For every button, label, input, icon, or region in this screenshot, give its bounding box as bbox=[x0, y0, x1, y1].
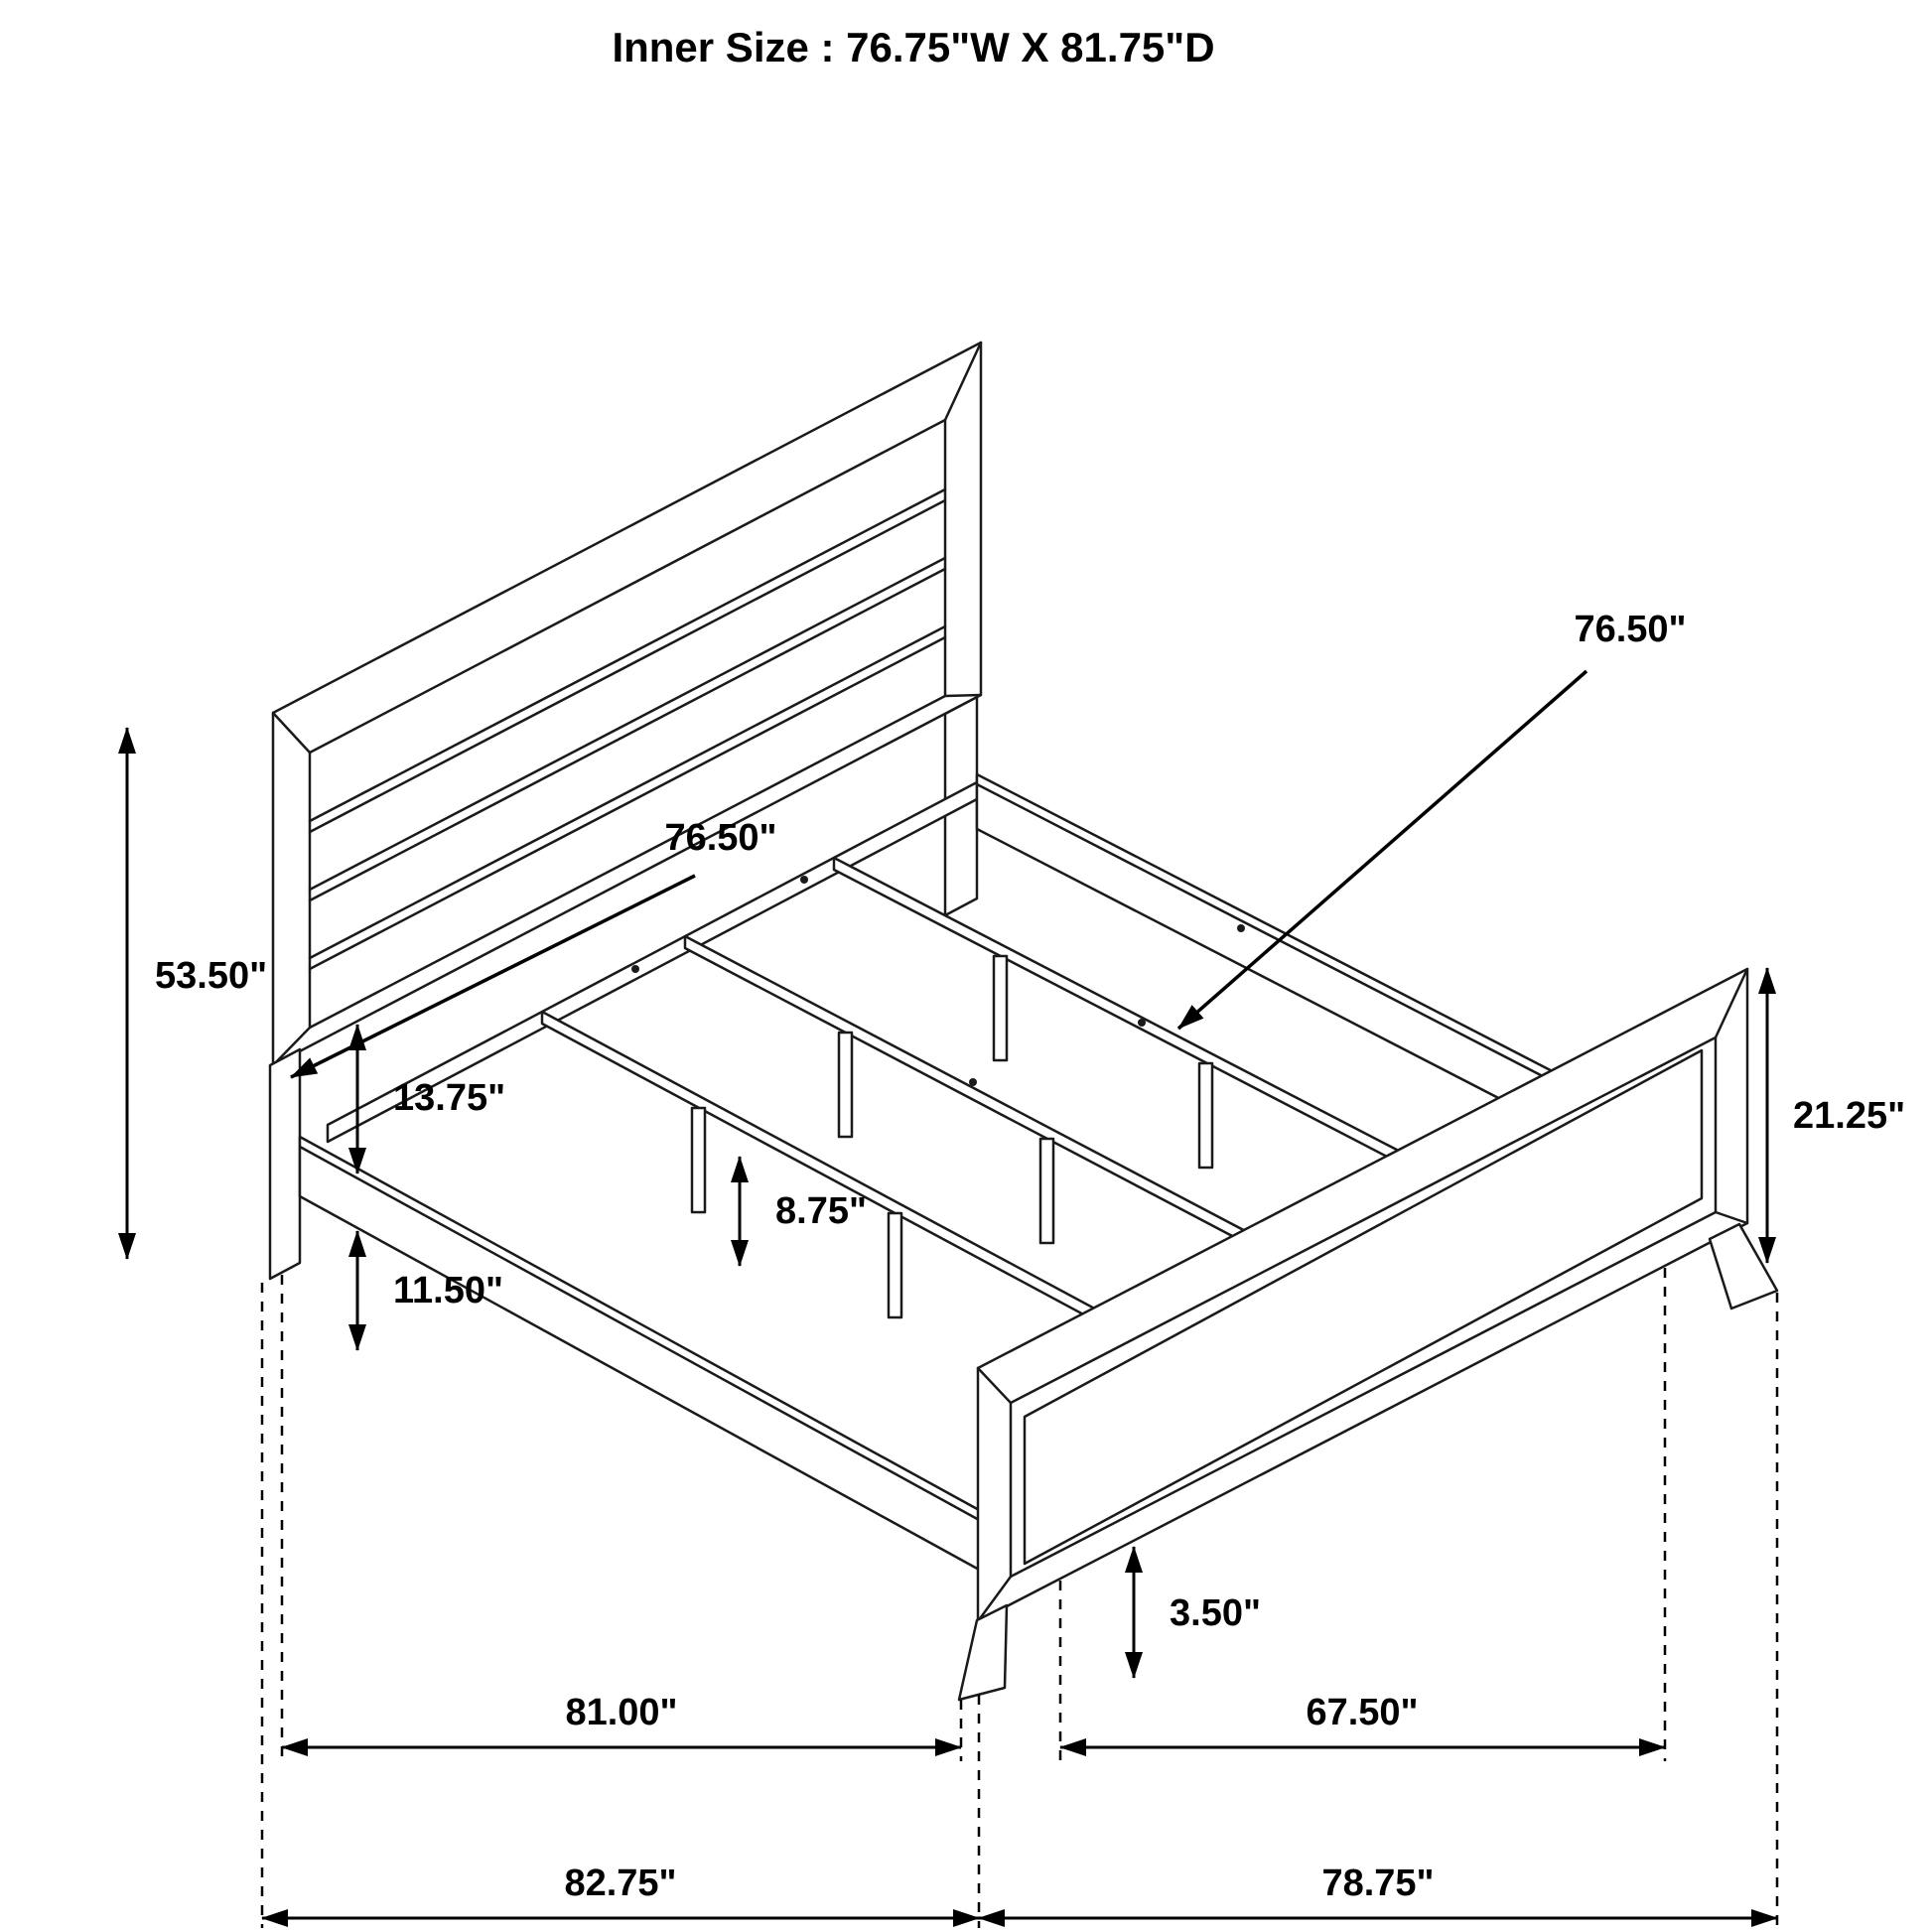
screw-dot bbox=[800, 876, 808, 884]
dim-overall-length: 82.75" bbox=[261, 1863, 980, 1927]
headboard-slat-groove bbox=[308, 624, 947, 971]
dim-footboard-inner-width: 67.50" bbox=[1059, 1692, 1666, 1756]
footboard-inner-frame bbox=[1009, 1035, 1718, 1579]
headboard-frame-miter bbox=[271, 341, 983, 1067]
slat-rail-leg bbox=[837, 1031, 854, 1139]
dim-rail-clearance-label: 11.50" bbox=[393, 1270, 503, 1311]
dim-footboard-inner-width-label: 67.50" bbox=[1306, 1692, 1418, 1733]
dim-frame-inner-length: 81.00" bbox=[281, 1692, 962, 1756]
side-rail-top-edge bbox=[298, 1145, 983, 1523]
dim-overall-length-label: 82.75" bbox=[564, 1863, 676, 1904]
dim-footboard-overall-width: 78.75" bbox=[978, 1863, 1778, 1927]
dim-footboard-clearance: 3.50" bbox=[1125, 1546, 1261, 1679]
dim-footboard-height: 21.25" bbox=[1758, 967, 1905, 1264]
dim-footboard-clearance-label: 3.50" bbox=[1170, 1592, 1261, 1634]
dim-frame-inner-length-label: 81.00" bbox=[565, 1692, 677, 1733]
dim-panel-to-rail-label: 13.75" bbox=[393, 1077, 505, 1119]
footboard-front-foot bbox=[957, 1603, 1009, 1702]
dim-support-leg-height: 8.75" bbox=[731, 1156, 867, 1267]
dim-support-rail-length: 76.50" bbox=[1176, 609, 1687, 1031]
screw-dot bbox=[1237, 924, 1245, 932]
slat-rail-leg bbox=[1038, 1137, 1055, 1245]
headboard-inner-frame bbox=[308, 418, 947, 1030]
slat-rail-leg bbox=[992, 954, 1009, 1062]
footboard-panel bbox=[1023, 1048, 1704, 1566]
dim-headboard-width-label: 76.50" bbox=[664, 817, 776, 859]
dim-support-rail-length-label: 76.50" bbox=[1574, 609, 1686, 650]
headboard-outer-frame bbox=[271, 341, 983, 1067]
dim-footboard-height-label: 21.25" bbox=[1793, 1095, 1905, 1137]
dim-rail-clearance: 11.50" bbox=[348, 1230, 503, 1351]
slat-rail-leg bbox=[1197, 1061, 1214, 1170]
screw-dot bbox=[969, 1078, 977, 1086]
headboard bbox=[268, 341, 983, 1281]
slat-rail-leg bbox=[887, 1211, 903, 1319]
footboard-right-foot bbox=[1708, 1222, 1779, 1311]
bed-drawing bbox=[268, 341, 1779, 1702]
extension-lines bbox=[260, 1268, 1779, 1928]
headboard-slat-groove bbox=[308, 487, 947, 834]
dim-headboard-height: 53.50" bbox=[118, 727, 267, 1260]
headboard-slat-groove bbox=[308, 556, 947, 902]
diagram-title: Inner Size : 76.75"W X 81.75"D bbox=[612, 24, 1214, 70]
footboard bbox=[957, 967, 1779, 1702]
dim-footboard-overall-width-label: 78.75" bbox=[1321, 1863, 1434, 1904]
slat-rail-leg bbox=[690, 1106, 707, 1214]
screw-dot bbox=[1138, 1019, 1146, 1027]
dim-panel-to-rail: 13.75" bbox=[348, 1024, 505, 1174]
footboard-frame-miter bbox=[976, 967, 1749, 1623]
dimension-annotations: 53.50" 76.50" 76.50" 13.75" 11.50" 8.75"… bbox=[118, 609, 1905, 1927]
headboard-left-leg bbox=[268, 1047, 302, 1281]
screw-dot bbox=[631, 965, 639, 973]
footboard-outer-frame bbox=[976, 967, 1749, 1623]
dim-support-leg-height-label: 8.75" bbox=[775, 1190, 867, 1232]
dim-headboard-height-label: 53.50" bbox=[155, 955, 267, 997]
